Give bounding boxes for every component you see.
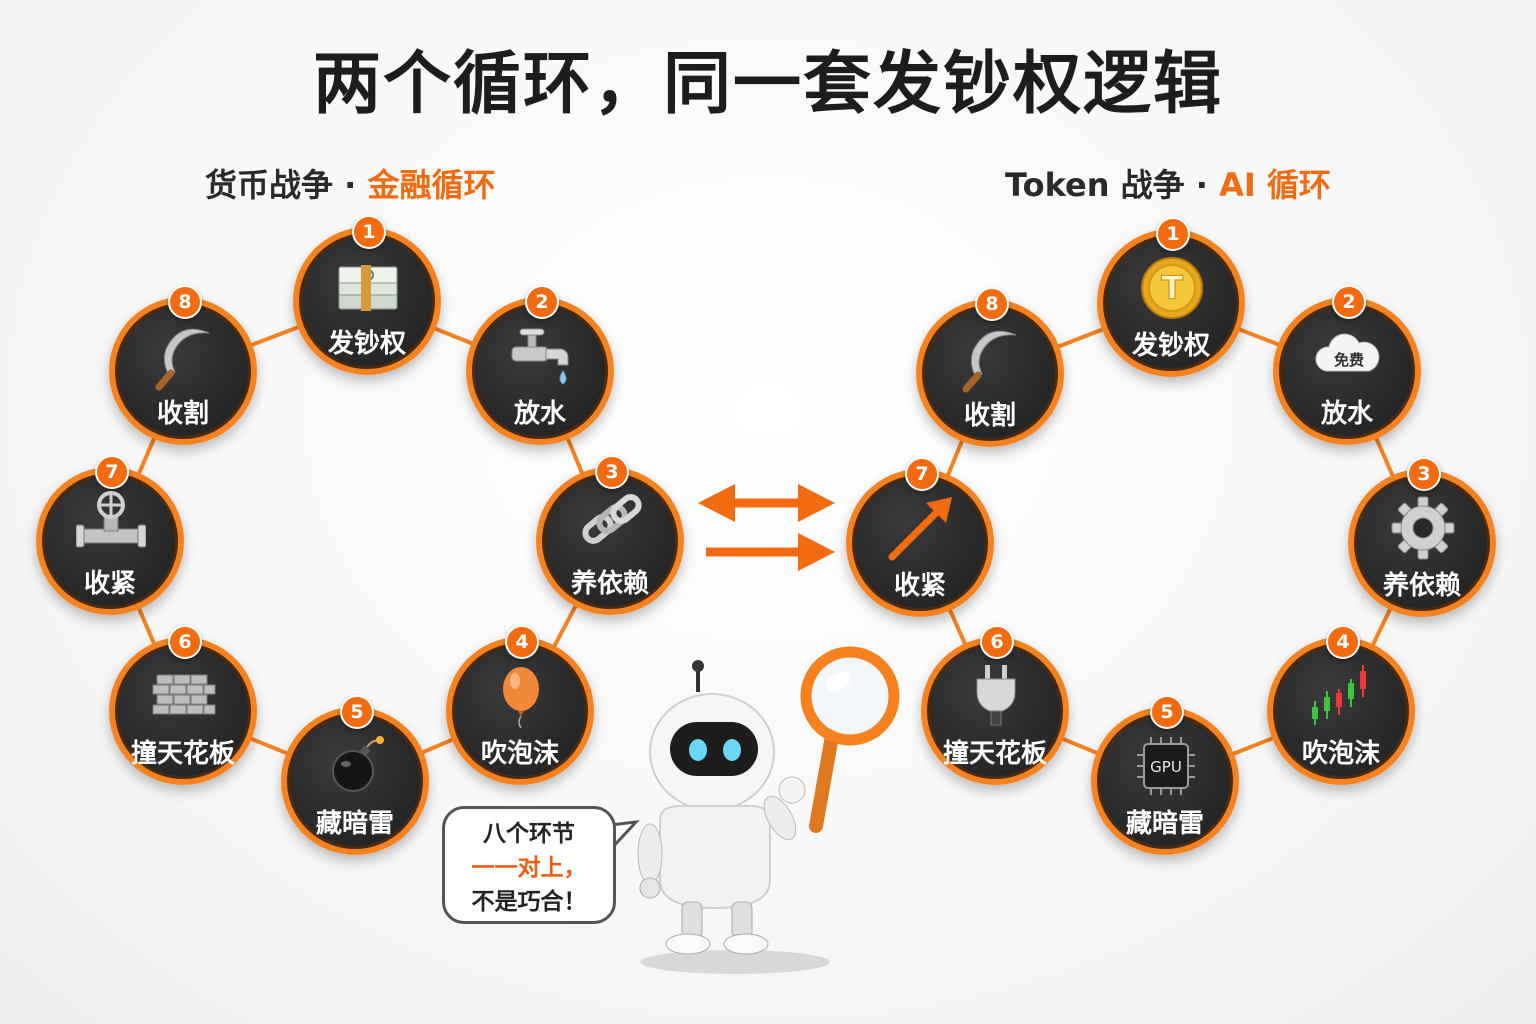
left-node-5-label: 藏暗雷 — [315, 809, 394, 839]
right-node-8: 8 收割 — [916, 287, 1064, 447]
right-node-2-label: 放水 — [1320, 399, 1373, 429]
right-node-1: 1 T 发钞权 — [1097, 217, 1245, 377]
left-node-6-label: 撞天花板 — [130, 739, 235, 769]
right-node-3-label: 养依赖 — [1382, 571, 1461, 601]
robot-right-leg — [731, 901, 753, 939]
robot-left-leg — [681, 901, 703, 939]
right-node-8-label: 收割 — [963, 401, 1016, 431]
left-subtitle-prefix: 货币战争 · — [205, 166, 368, 204]
left-node-7-number: 7 — [95, 455, 129, 489]
right-node-4: 4 吹泡沫 — [1267, 625, 1415, 785]
left-subtitle-highlight: 金融循环 — [367, 166, 496, 204]
right-node-3: 3 养依赖 — [1348, 457, 1496, 617]
up-arrow-icon — [888, 497, 952, 561]
robot-right-eye — [723, 739, 741, 761]
right-node-4-label: 吹泡沫 — [1301, 739, 1380, 769]
left-node-8-label: 收割 — [156, 399, 209, 429]
right-node-7: 7 收紧 — [846, 457, 994, 617]
bubble-line-3: 不是巧合！ — [471, 889, 587, 915]
brick-wall-icon — [152, 674, 216, 715]
right-node-6: 6 撞天花板 — [921, 625, 1069, 785]
left-node-8-number: 8 — [168, 285, 202, 319]
left-cycle-subtitle: 货币战争 · 金融循环 — [205, 160, 495, 206]
cloud-icon-text: 免费 — [1334, 351, 1364, 369]
left-node-3-number: 3 — [595, 455, 629, 489]
left-node-6: 6 撞天花板 — [109, 625, 257, 785]
right-node-2: 2 免费 放水 — [1273, 285, 1421, 445]
valve-pipe-icon — [76, 491, 146, 548]
token-coin-icon: T — [1141, 257, 1203, 319]
left-node-4: 4 吹泡沫 — [446, 625, 594, 785]
right-node-7-number: 7 — [905, 457, 939, 491]
bomb-icon — [332, 736, 384, 792]
left-node-3: 3 养依赖 — [536, 455, 684, 615]
left-node-2: 2 放水 — [466, 285, 614, 445]
token-coin-letter: T — [1161, 269, 1183, 307]
gpu-chip-text: GPU — [1150, 758, 1182, 776]
robot-right-arm — [763, 795, 797, 841]
left-node-8: 8 收割 — [109, 285, 257, 445]
bubble-line-2: 一一对上， — [471, 855, 587, 881]
gear-icon — [1391, 496, 1455, 560]
right-node-7-label: 收紧 — [893, 571, 946, 601]
robot-shadow — [640, 950, 830, 974]
balloon-icon — [503, 667, 539, 729]
right-node-1-number: 1 — [1156, 217, 1190, 251]
gpu-chip-icon: GPU — [1137, 737, 1195, 795]
right-node-4-number: 4 — [1326, 625, 1360, 659]
chain-link-icon — [582, 494, 642, 544]
left-node-3-label: 养依赖 — [570, 569, 649, 599]
bubble-line-1: 八个环节 — [483, 821, 575, 847]
right-cycle-subtitle: Token 战争 · AI 循环 — [1005, 160, 1331, 206]
left-node-7: 7 收紧 — [36, 455, 184, 615]
left-node-4-number: 4 — [505, 625, 539, 659]
sickle-icon — [155, 328, 210, 391]
right-node-8-number: 8 — [975, 287, 1009, 321]
right-node-1-label: 发钞权 — [1131, 331, 1210, 361]
right-node-2-number: 2 — [1332, 285, 1366, 319]
right-node-3-number: 3 — [1407, 457, 1441, 491]
left-node-1-label: 发钞权 — [327, 329, 406, 359]
left-node-1: 1 发钞权 — [293, 215, 441, 375]
faucet-icon — [511, 328, 569, 385]
magnifying-glass-icon — [800, 646, 900, 833]
robot-mascot — [637, 646, 900, 974]
right-node-5-label: 藏暗雷 — [1125, 809, 1204, 839]
left-node-7-label: 收紧 — [83, 569, 136, 599]
right-node-5-number: 5 — [1150, 695, 1184, 729]
cloud-icon: 免费 — [1315, 333, 1380, 372]
left-node-1-number: 1 — [352, 215, 386, 249]
right-node-6-label: 撞天花板 — [942, 739, 1047, 769]
robot-left-eye — [689, 739, 707, 761]
left-node-4-label: 吹泡沫 — [480, 739, 559, 769]
right-subtitle-prefix: Token 战争 · — [1005, 166, 1220, 204]
robot-right-hand — [778, 776, 806, 804]
left-node-6-number: 6 — [168, 625, 202, 659]
sickle-icon — [962, 330, 1017, 393]
page-title: 两个循环，同一套发钞权逻辑 — [312, 45, 1223, 124]
robot-face-screen — [670, 722, 758, 776]
left-node-5-number: 5 — [340, 695, 374, 729]
left-node-5: 5 藏暗雷 — [281, 695, 429, 855]
left-node-2-number: 2 — [525, 285, 559, 319]
cash-stack-icon — [338, 265, 398, 311]
power-plug-icon — [976, 665, 1016, 726]
right-node-5: 5 GPU 藏暗雷 — [1091, 695, 1239, 855]
right-node-6-number: 6 — [980, 625, 1014, 659]
right-subtitle-highlight: AI 循环 — [1219, 166, 1331, 204]
speech-bubble: 八个环节 一一对上， 不是巧合！ — [442, 806, 616, 924]
robot-body — [659, 805, 771, 910]
exchange-arrows-icon — [698, 484, 835, 571]
robot-left-arm — [637, 823, 663, 885]
left-node-2-label: 放水 — [513, 399, 566, 429]
candlestick-chart-icon — [1312, 665, 1366, 725]
